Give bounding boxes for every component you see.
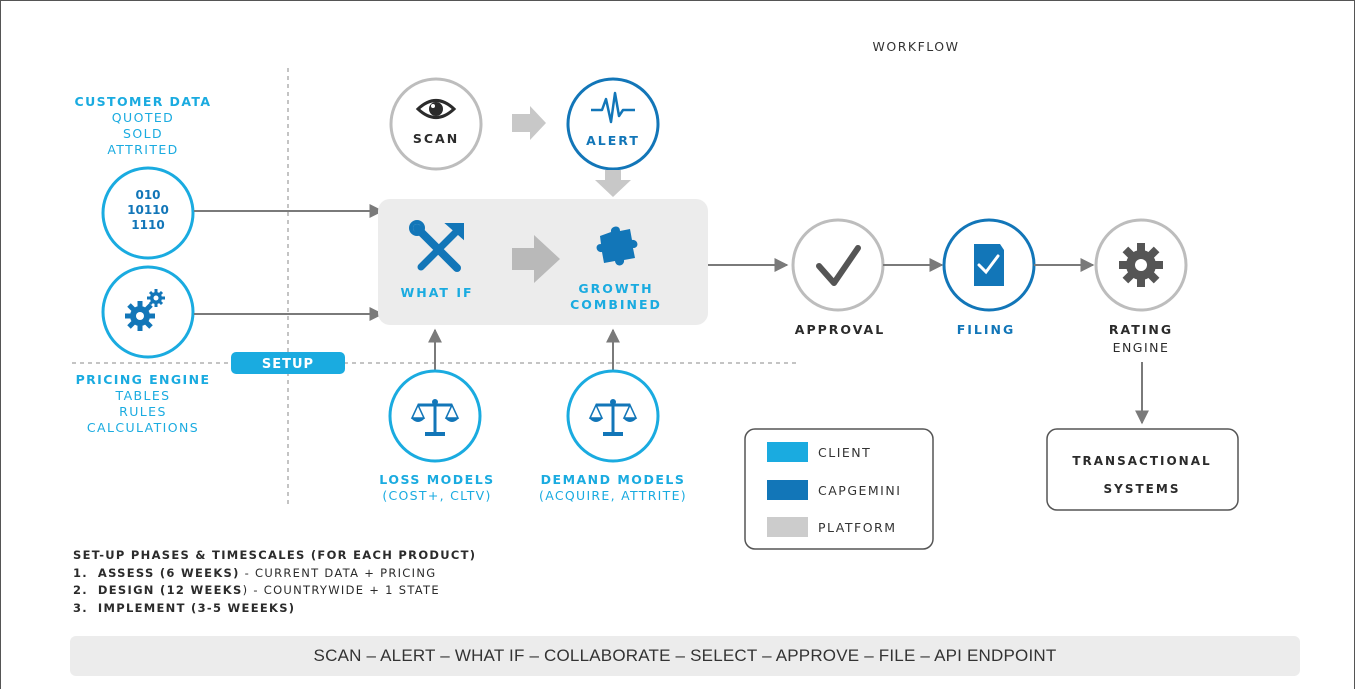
svg-text:SETUP: SETUP bbox=[262, 357, 314, 372]
alert-node: ALERT bbox=[566, 77, 660, 171]
phases-title: SET-UP PHASES & TIMESCALES (FOR EACH PRO… bbox=[73, 548, 477, 562]
growth-label-line-2: COMBINED bbox=[570, 297, 662, 312]
legend-swatch-client bbox=[767, 442, 808, 462]
legend-swatch-platform bbox=[767, 517, 808, 537]
rating-node bbox=[1094, 218, 1188, 312]
transactional-systems-box: TRANSACTIONAL SYSTEMS bbox=[1046, 428, 1239, 511]
legend-swatch-capgemini bbox=[767, 480, 808, 500]
demand-models-sub: (ACQUIRE, ATTRITE) bbox=[539, 488, 687, 503]
arrow-alert-to-growth bbox=[595, 170, 631, 197]
svg-text:PRICING ENGINE: PRICING ENGINE bbox=[76, 372, 211, 387]
workflow-title: WORKFLOW bbox=[873, 39, 960, 54]
gear-icon bbox=[1119, 243, 1163, 287]
arrow-scan-to-alert bbox=[512, 106, 546, 140]
svg-text:SOLD: SOLD bbox=[123, 126, 163, 141]
legend-label-platform: PLATFORM bbox=[818, 520, 897, 535]
binary-data-icon: 010 10110 1110 bbox=[127, 188, 169, 232]
puzzle-icon bbox=[596, 226, 638, 266]
scan-node: SCAN bbox=[389, 77, 483, 171]
scales-icon bbox=[588, 399, 638, 436]
arrow-whatif-to-growth bbox=[512, 235, 560, 283]
legend: CLIENT CAPGEMINI PLATFORM bbox=[744, 428, 934, 550]
document-check-icon bbox=[974, 244, 1004, 286]
svg-text:SYSTEMS: SYSTEMS bbox=[1104, 482, 1181, 496]
loss-models-label: LOSS MODELS bbox=[379, 472, 494, 487]
svg-text:SCAN: SCAN bbox=[413, 131, 459, 146]
approval-label: APPROVAL bbox=[795, 322, 885, 337]
pricing-engine-node bbox=[101, 265, 195, 359]
svg-text:ALERT: ALERT bbox=[586, 133, 640, 148]
svg-text:CUSTOMER DATA: CUSTOMER DATA bbox=[75, 94, 212, 109]
growth-label-line-1: GROWTH bbox=[578, 281, 653, 296]
customer-data-label: CUSTOMER DATA QUOTED SOLD ATTRITED bbox=[75, 94, 212, 157]
legend-label-client: CLIENT bbox=[818, 445, 871, 460]
svg-text:10110: 10110 bbox=[127, 203, 169, 217]
rating-sub-label: ENGINE bbox=[1113, 340, 1170, 355]
svg-text:CALCULATIONS: CALCULATIONS bbox=[87, 420, 199, 435]
setup-badge: SETUP bbox=[231, 352, 345, 374]
svg-text:ATTRITED: ATTRITED bbox=[107, 142, 178, 157]
gears-icon bbox=[125, 289, 165, 331]
scales-icon bbox=[410, 399, 460, 436]
demand-models-label: DEMAND MODELS bbox=[541, 472, 686, 487]
loss-models-node bbox=[388, 369, 482, 463]
loss-models-sub: (COST+, CLTV) bbox=[382, 488, 491, 503]
svg-text:010: 010 bbox=[135, 188, 160, 202]
phase-item: 1. ASSESS (6 WEEKS) - CURRENT DATA + PRI… bbox=[73, 565, 437, 580]
setup-phases: SET-UP PHASES & TIMESCALES (FOR EACH PRO… bbox=[73, 547, 476, 617]
process-steps-bar: SCAN – ALERT – WHAT IF – COLLABORATE – S… bbox=[70, 636, 1300, 676]
phase-item: 2. DESIGN (12 WEEKS) - COUNTRYWIDE + 1 S… bbox=[73, 583, 440, 597]
svg-text:QUOTED: QUOTED bbox=[112, 110, 174, 125]
filing-node bbox=[942, 218, 1036, 312]
svg-text:TABLES: TABLES bbox=[115, 388, 171, 403]
rating-label: RATING bbox=[1109, 322, 1173, 337]
tools-icon bbox=[409, 220, 464, 272]
what-if-label: WHAT IF bbox=[400, 285, 473, 300]
legend-label-capgemini: CAPGEMINI bbox=[818, 483, 901, 498]
pulse-icon bbox=[591, 91, 635, 124]
phase-item: 3. IMPLEMENT (3-5 WEEEKS) bbox=[73, 600, 296, 615]
svg-text:1110: 1110 bbox=[131, 218, 164, 232]
checkmark-icon bbox=[816, 245, 861, 286]
customer-data-node: 010 10110 1110 bbox=[101, 166, 195, 260]
pricing-engine-label: PRICING ENGINE TABLES RULES CALCULATIONS bbox=[76, 372, 211, 435]
process-steps-text: SCAN – ALERT – WHAT IF – COLLABORATE – S… bbox=[313, 646, 1057, 665]
approval-node bbox=[791, 218, 885, 312]
filing-label: FILING bbox=[957, 322, 1016, 337]
svg-text:RULES: RULES bbox=[119, 404, 167, 419]
eye-icon bbox=[415, 99, 457, 119]
demand-models-node bbox=[566, 369, 660, 463]
svg-text:TRANSACTIONAL: TRANSACTIONAL bbox=[1072, 454, 1211, 468]
